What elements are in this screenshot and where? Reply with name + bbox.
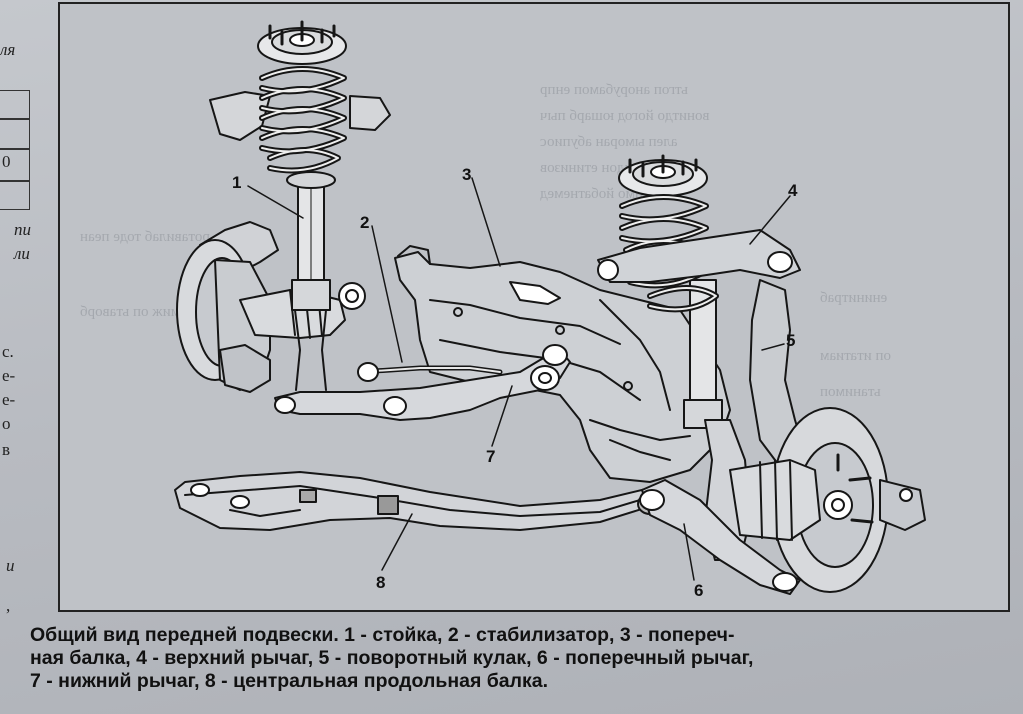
left-fragment: пи <box>14 220 31 239</box>
left-strut-assembly <box>209 20 391 391</box>
transverse-arm <box>639 479 801 595</box>
stabilizer-bar <box>357 362 503 382</box>
adjacent-column-fragment: ля 0 пи ли с. е- е- о в и , <box>0 0 58 620</box>
caption-line: ная балка, 4 - верхний рычаг, 5 - поворо… <box>30 647 754 669</box>
left-steering-knuckle <box>176 221 366 393</box>
central-longitudinal-beam <box>174 471 663 531</box>
left-table-fragment <box>0 90 30 210</box>
callout-leaders <box>247 177 791 581</box>
callout-3: 3 <box>462 165 471 184</box>
left-fragment: ли <box>14 244 30 263</box>
callout-4: 4 <box>788 181 798 200</box>
figure-caption: Общий вид передней подвески. 1 - стойка,… <box>30 624 1010 693</box>
callout-7: 7 <box>486 447 495 466</box>
left-fragment: о <box>2 414 11 433</box>
left-fragment: е- <box>2 390 16 409</box>
upper-control-arm <box>597 229 801 283</box>
left-fragment: е- <box>2 366 16 385</box>
callout-numbers: 1 2 3 4 5 6 7 8 <box>232 165 798 600</box>
caption-line: Общий вид передней подвески. 1 - стойка,… <box>30 624 735 646</box>
callout-2: 2 <box>360 213 369 232</box>
front-suspension-illustration: 1 2 3 4 5 6 7 8 <box>174 20 926 600</box>
callout-8: 8 <box>376 573 385 592</box>
table-rule <box>0 180 30 182</box>
table-rule <box>0 148 30 150</box>
steering-knuckle <box>704 279 926 593</box>
left-fragment: в <box>2 440 11 459</box>
callout-6: 6 <box>694 581 703 600</box>
lower-control-arm <box>274 344 571 421</box>
left-fragment: с. <box>2 342 14 361</box>
left-fragment: 0 <box>2 152 11 171</box>
left-fragment: , <box>6 596 11 615</box>
caption-line: 7 - нижний рычаг, 8 - центральная продол… <box>30 670 549 692</box>
callout-5: 5 <box>786 331 795 350</box>
callout-1: 1 <box>232 173 241 192</box>
left-fragment: ля <box>0 40 16 59</box>
left-fragment: и <box>6 556 15 575</box>
table-rule <box>0 118 30 120</box>
